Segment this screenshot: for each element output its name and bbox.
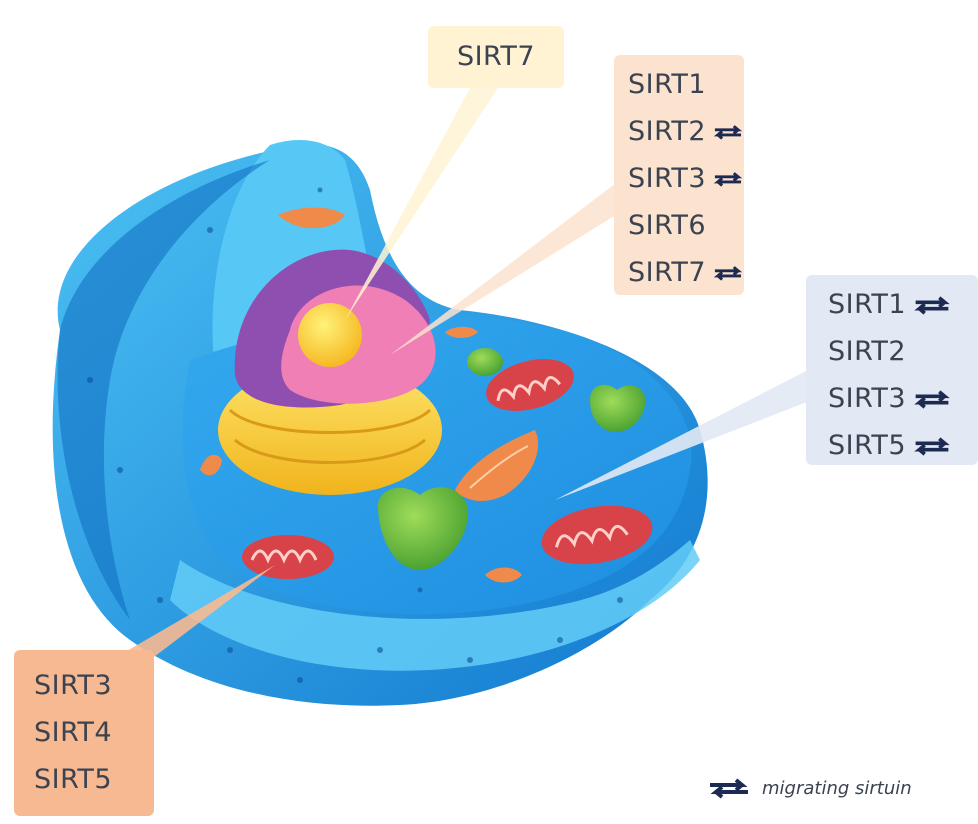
sirtuin-label: SIRT5 [34, 756, 154, 803]
sirtuin-label: SIRT2 [628, 108, 706, 155]
migrating-arrows-icon [912, 435, 952, 457]
sirtuin-label: SIRT5 [828, 422, 906, 469]
sirtuin-label: SIRT4 [34, 709, 154, 756]
mitochondrion [242, 535, 334, 579]
sirtuin-row: SIRT3 [828, 375, 978, 422]
sirtuin-label: SIRT6 [628, 202, 706, 249]
sirtuin-row: SIRT7 [628, 249, 744, 296]
sirtuin-label: SIRT1 [828, 281, 906, 328]
sirtuin-label: SIRT2 [828, 328, 906, 375]
sirtuin-label: SIRT7 [428, 26, 564, 88]
sirtuin-row: SIRT6 [628, 202, 744, 249]
migrating-arrows-icon [712, 121, 744, 143]
nucleolus [298, 303, 362, 367]
sirtuin-label: SIRT7 [628, 249, 706, 296]
sirtuin-label: SIRT3 [628, 155, 706, 202]
migrating-arrows-icon [712, 168, 744, 190]
green-organelle [467, 348, 503, 376]
sirtuin-label: SIRT1 [628, 61, 706, 108]
migrating-arrows-icon [912, 294, 952, 316]
sirtuin-row: SIRT2 [628, 108, 744, 155]
sirtuin-row: SIRT1 [828, 281, 978, 328]
migrating-arrows-icon [706, 777, 752, 799]
migrating-arrows-icon [712, 262, 744, 284]
migrating-arrows-icon [912, 388, 952, 410]
legend: migrating sirtuin [706, 770, 912, 806]
sirtuin-row: SIRT5 [828, 422, 978, 469]
mitochondria-sirtuins-box: SIRT3 SIRT4 SIRT5 [14, 650, 154, 816]
sirtuin-label: SIRT3 [828, 375, 906, 422]
sirtuin-row: SIRT3 [628, 155, 744, 202]
sirtuin-row: SIRT2 [828, 328, 978, 375]
legend-text: migrating sirtuin [762, 778, 912, 799]
sirtuin-row: SIRT1 [628, 61, 744, 108]
sirtuin-label: SIRT3 [34, 662, 154, 709]
nucleolus-sirtuins-box: SIRT7 [428, 26, 564, 88]
